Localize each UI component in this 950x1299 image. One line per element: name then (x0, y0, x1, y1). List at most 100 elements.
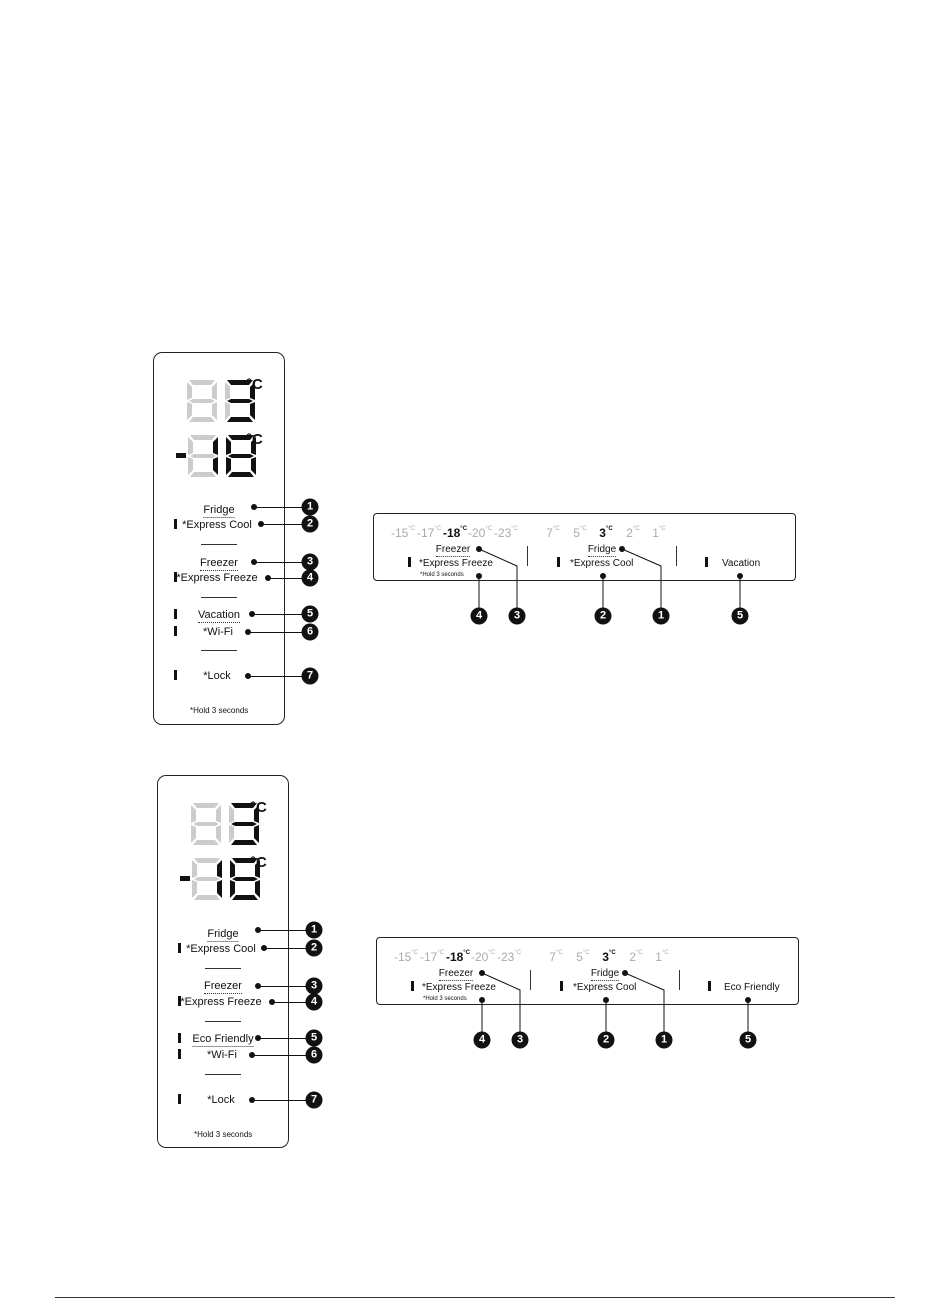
divider (201, 544, 237, 545)
callout-1: 1 (301, 498, 319, 516)
button-dot (249, 611, 255, 617)
callout-2: 2 (301, 515, 319, 533)
eco-friendly-button-h-b[interactable]: Eco Friendly (724, 982, 780, 993)
vacation-button-a[interactable]: Vacation (198, 609, 240, 623)
fridge-unit-a: °C (246, 376, 263, 393)
vacation-button-h-a[interactable]: Vacation (722, 558, 761, 569)
fridge-unit-b: °C (250, 799, 267, 816)
button-dot (249, 1097, 255, 1103)
callout-6: 6 (301, 623, 319, 641)
fridge-button-b[interactable]: Fridge (207, 928, 239, 942)
freezer-temp-option: -17°C (416, 526, 442, 540)
freezer-temp-selected: -18°C (442, 526, 468, 540)
indicator-bar (557, 557, 560, 567)
lock-button-a[interactable]: *Lock (203, 670, 231, 682)
callout-line (254, 507, 309, 508)
callout-line (258, 1038, 313, 1039)
horizontal-control-panel-b (376, 937, 799, 1005)
indicator-bar (174, 572, 177, 582)
divider (676, 546, 677, 566)
callout-line (272, 1002, 313, 1003)
fridge-button-h-b[interactable]: Fridge (590, 968, 620, 981)
callout-2: 2 (597, 1031, 615, 1049)
indicator-bar (411, 981, 414, 991)
express-cool-button-a[interactable]: *Express Cool (182, 519, 252, 531)
express-cool-button-b[interactable]: *Express Cool (186, 943, 256, 955)
fridge-label: Fridge (203, 504, 235, 518)
fridge-label: Fridge (207, 928, 239, 942)
callout-6: 6 (305, 1046, 323, 1064)
indicator-bar (708, 981, 711, 991)
indicator-bar (178, 1094, 181, 1104)
button-dot (258, 521, 264, 527)
indicator-bar (174, 609, 177, 619)
indicator-bar (178, 1033, 181, 1043)
divider (201, 650, 237, 651)
callout-7: 7 (301, 667, 319, 685)
hold-note-a: *Hold 3 seconds (190, 706, 249, 715)
lock-button-b[interactable]: *Lock (207, 1094, 235, 1106)
button-dot (479, 997, 485, 1003)
fridge-temp-option: 7°C (546, 526, 560, 540)
fridge-temp-display-b (191, 803, 259, 845)
express-freeze-button-b[interactable]: *Express Freeze (180, 996, 262, 1008)
wifi-button-a[interactable]: *Wi-Fi (203, 626, 233, 638)
freezer-temp-option: -15°C (390, 526, 416, 540)
eco-friendly-button-b[interactable]: Eco Friendly (192, 1033, 254, 1047)
freezer-temp-option: -20°C (470, 950, 496, 964)
callout-5: 5 (305, 1029, 323, 1047)
indicator-bar (178, 943, 181, 953)
freezer-button-b[interactable]: Freezer (204, 980, 242, 994)
eco-friendly-label: Eco Friendly (192, 1033, 254, 1047)
indicator-bar (178, 996, 181, 1006)
callout-2: 2 (594, 607, 612, 625)
freezer-button-a[interactable]: Freezer (200, 557, 238, 571)
hold-note-b: *Hold 3 seconds (194, 1130, 253, 1139)
freezer-temp-option: -15°C (393, 950, 419, 964)
hold-note-h-b: *Hold 3 seconds (423, 996, 467, 1002)
divider (530, 970, 531, 990)
divider (205, 1074, 241, 1075)
wifi-button-b[interactable]: *Wi-Fi (207, 1049, 237, 1061)
freezer-unit-a: °C (246, 431, 263, 448)
fridge-temp-display-a (187, 380, 255, 422)
callout-3: 3 (305, 977, 323, 995)
express-cool-button-h-a[interactable]: *Express Cool (570, 558, 634, 569)
button-dot (600, 573, 606, 579)
button-dot (737, 573, 743, 579)
express-freeze-button-h-a[interactable]: *Express Freeze (419, 558, 493, 569)
freezer-button-h-b[interactable]: Freezer (438, 968, 474, 981)
callout-line (252, 614, 309, 615)
button-dot (251, 504, 257, 510)
callout-5: 5 (301, 605, 319, 623)
button-dot (245, 629, 251, 635)
indicator-bar (178, 1049, 181, 1059)
callout-line (268, 578, 309, 579)
button-dot (265, 575, 271, 581)
freezer-temp-option: -17°C (419, 950, 445, 964)
divider (205, 968, 241, 969)
horizontal-control-panel-a (373, 513, 796, 581)
express-freeze-button-h-b[interactable]: *Express Freeze (422, 982, 496, 993)
fridge-temp-option: 5°C (573, 526, 587, 540)
fridge-temp-option: 5°C (576, 950, 590, 964)
hold-note-h-a: *Hold 3 seconds (420, 572, 464, 578)
button-dot (255, 927, 261, 933)
fridge-temp-option: 7°C (549, 950, 563, 964)
callout-line (258, 986, 313, 987)
callout-3: 3 (301, 553, 319, 571)
fridge-button-a[interactable]: Fridge (203, 504, 235, 518)
button-dot (745, 997, 751, 1003)
freezer-unit-b: °C (250, 854, 267, 871)
freezer-button-h-a[interactable]: Freezer (435, 544, 471, 557)
freezer-temp-display-b (180, 858, 260, 900)
freezer-label: Freezer (204, 980, 242, 994)
button-dot (619, 546, 625, 552)
express-freeze-button-a[interactable]: *Express Freeze (176, 572, 258, 584)
freezer-temp-option: -23°C (493, 526, 519, 540)
fridge-button-h-a[interactable]: Fridge (587, 544, 617, 557)
callout-line (261, 524, 309, 525)
express-cool-button-h-b[interactable]: *Express Cool (573, 982, 637, 993)
